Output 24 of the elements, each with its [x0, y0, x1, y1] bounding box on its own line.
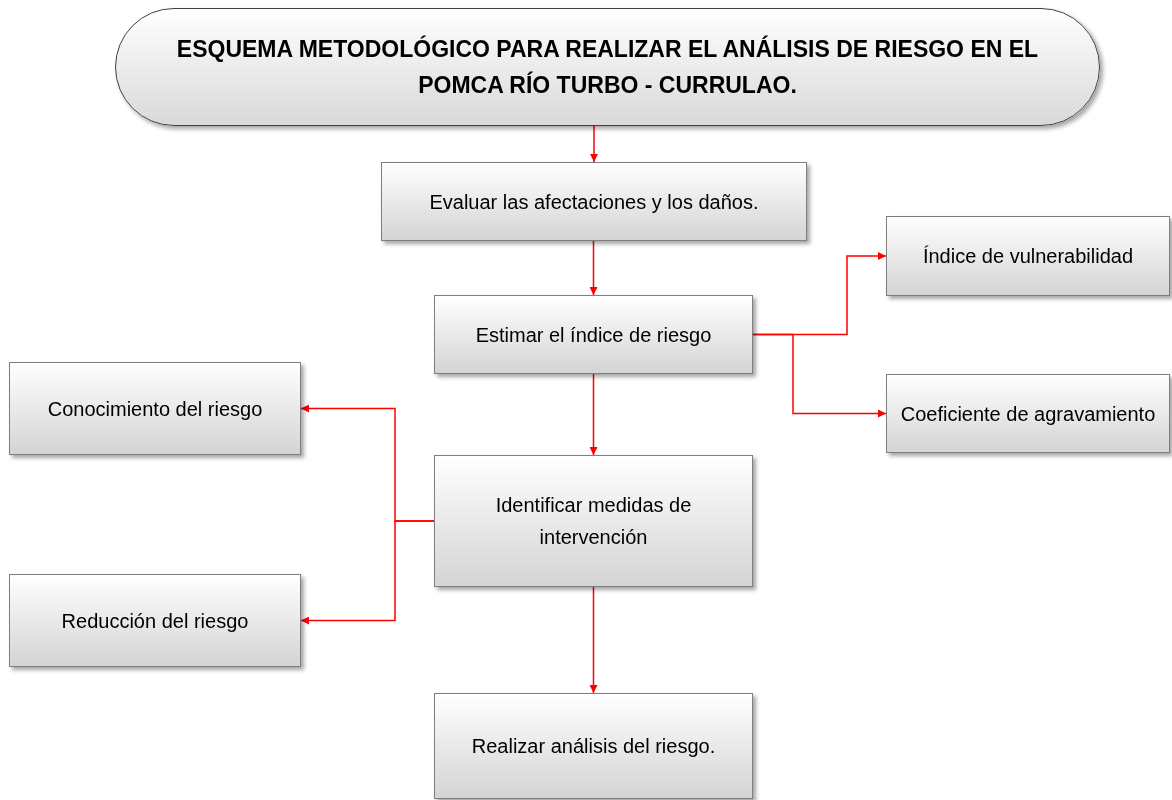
box-label: Reducción del riesgo: [61, 608, 249, 634]
process-box: [434, 295, 753, 374]
process-box: [434, 693, 753, 799]
arrow: [589, 373, 598, 456]
arrow: [589, 240, 598, 296]
box-label: Índice de vulnerabilidad: [922, 244, 1134, 269]
arrow: [589, 586, 598, 694]
title-pill: [115, 8, 1100, 126]
process-box: [886, 216, 1170, 296]
box-label: Conocimiento del riesgo: [47, 396, 263, 422]
box-label: Estimar el índice de riesgo: [475, 322, 712, 348]
arrow: [590, 125, 598, 163]
process-box: [434, 455, 753, 587]
process-box: [9, 362, 301, 455]
process-box: [9, 574, 301, 667]
box-label: Evaluar las afectaciones y los daños.: [429, 189, 759, 215]
arrow: [752, 333, 887, 418]
process-box: [886, 374, 1170, 453]
box-label: Identificar medidas de intervención: [494, 493, 693, 550]
title-text: ESQUEMA METODOLÓGICO PARA REALIZAR EL ANÁLISIS DE RIESGO EN EL POMCA RÍO TURBO - CURRULAO.: [175, 34, 1040, 100]
process-box: [381, 162, 807, 241]
box-label: Coeficiente de agravamiento: [900, 401, 1156, 427]
box-label: Realizar análisis del riesgo.: [471, 734, 716, 759]
arrow: [300, 520, 435, 625]
